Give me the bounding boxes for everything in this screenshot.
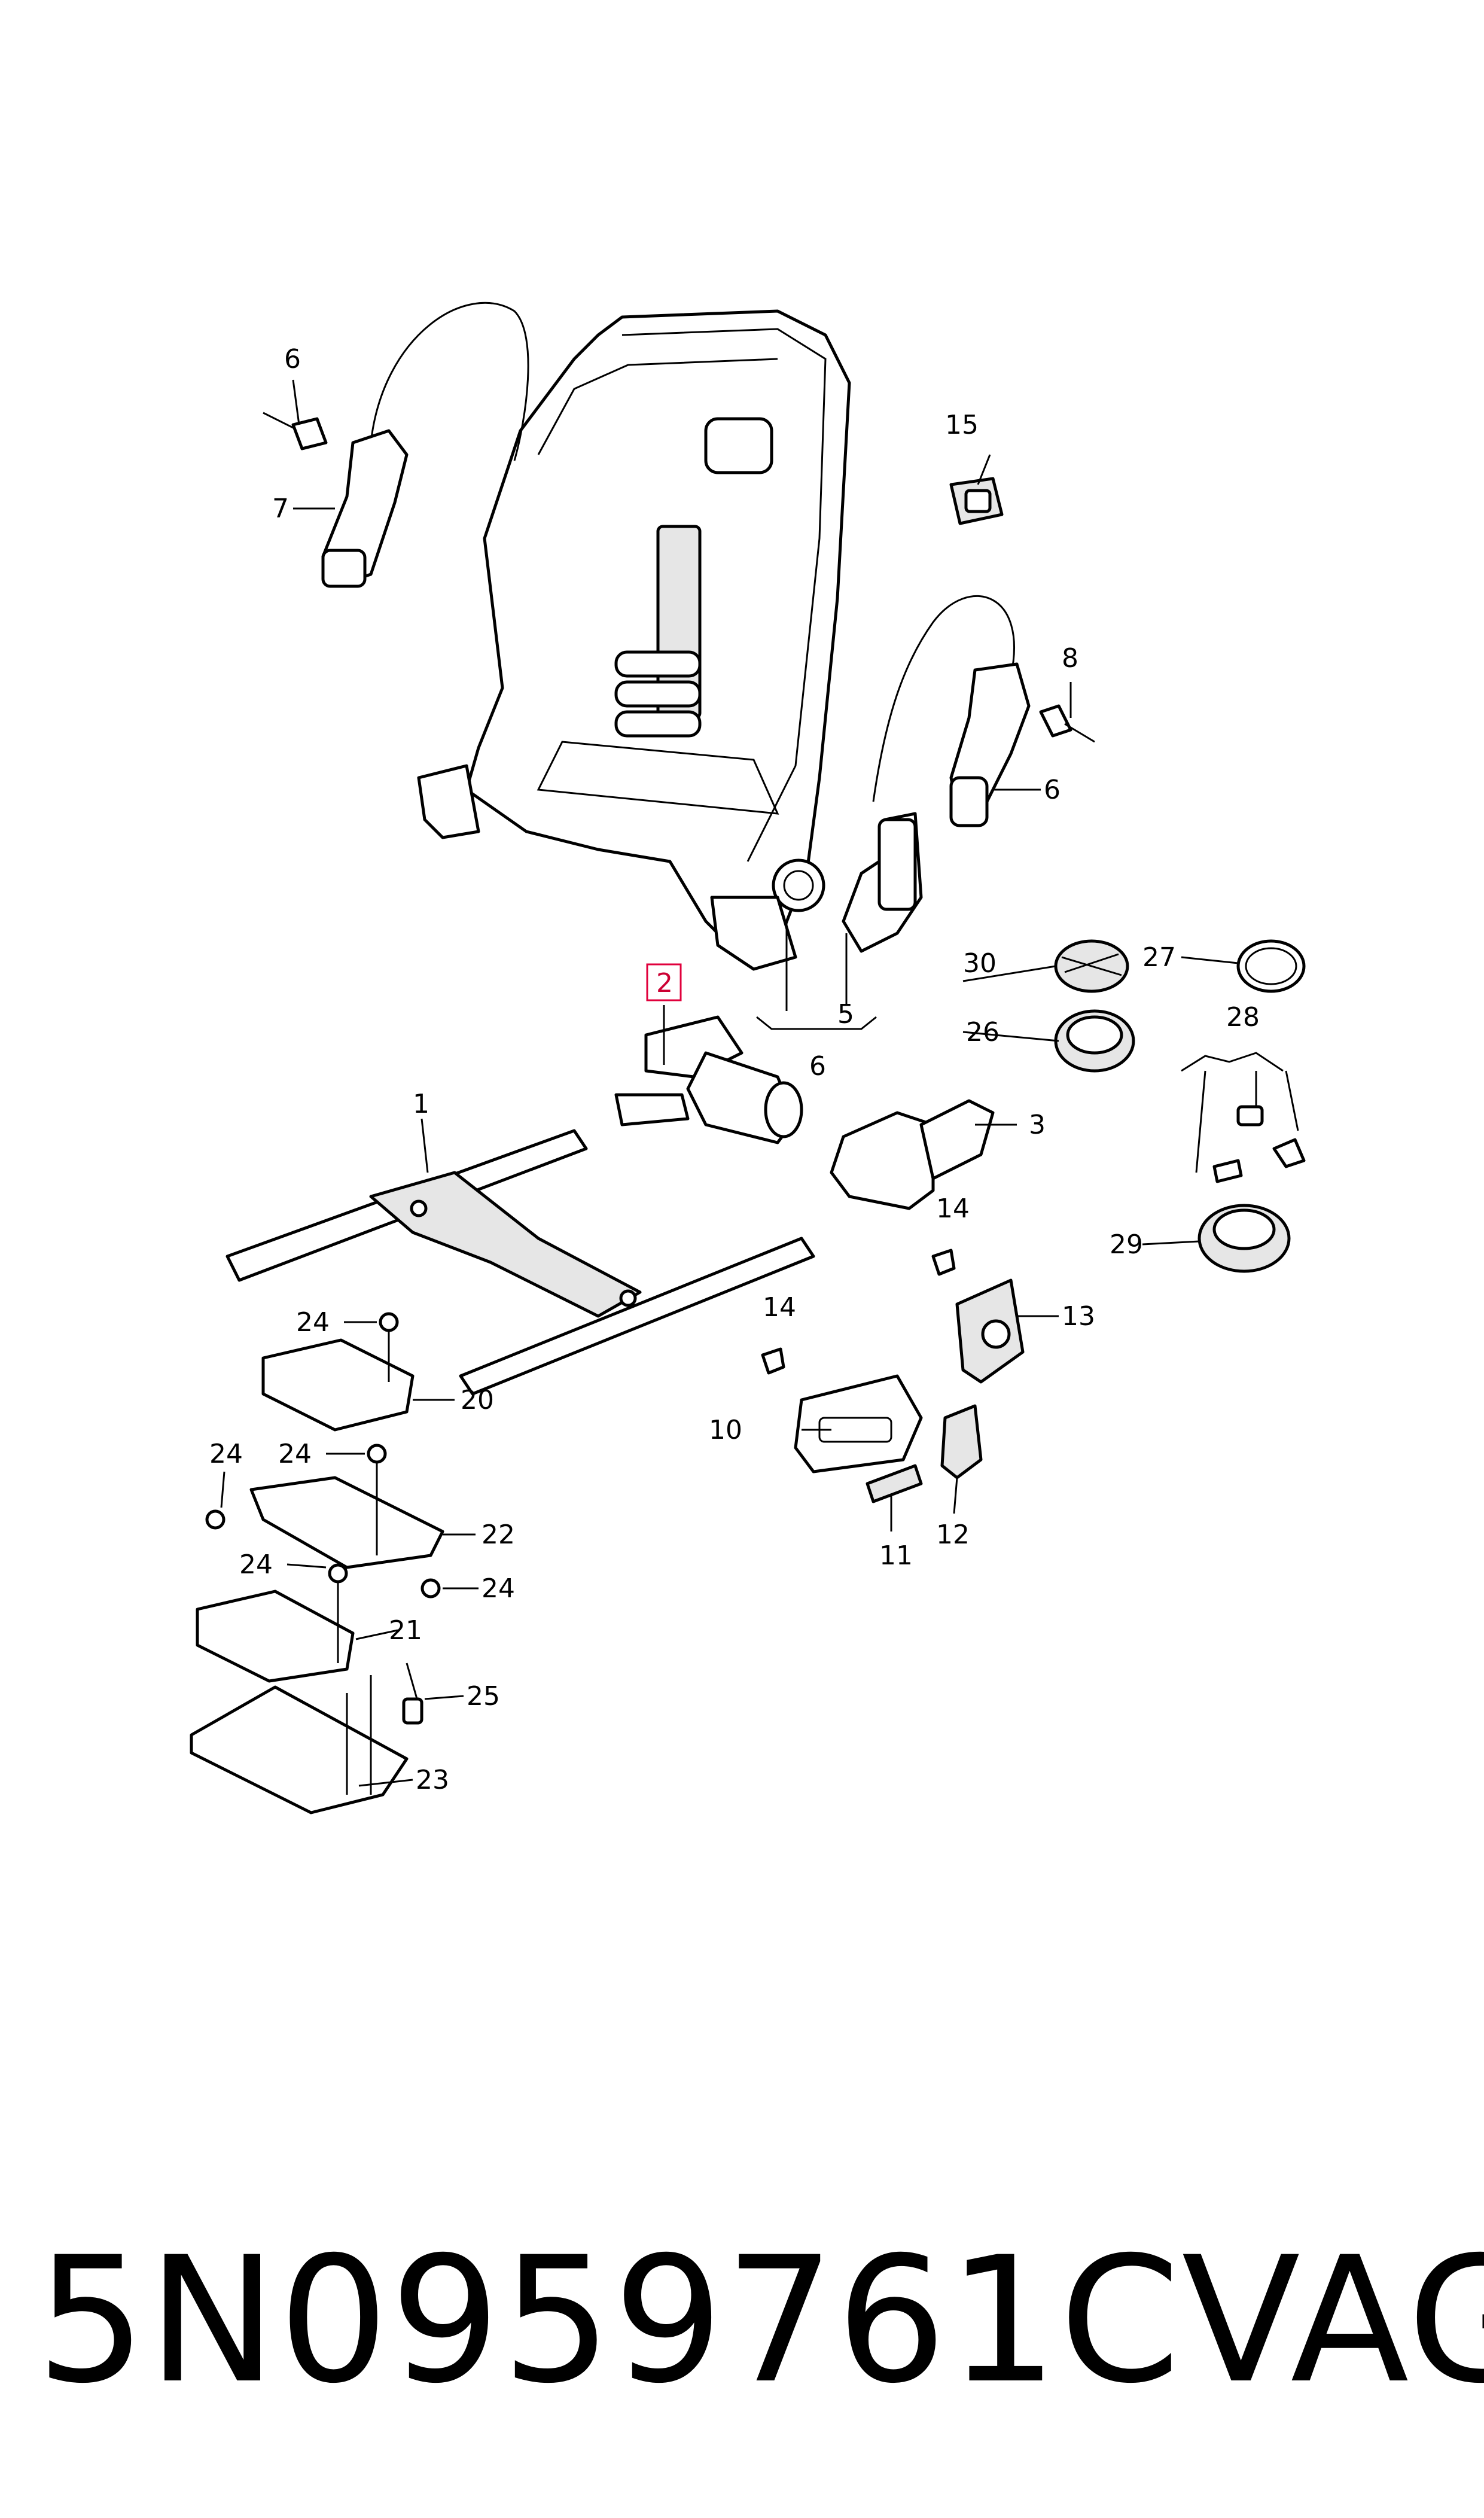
part-15-switch-button xyxy=(949,477,1004,525)
part-10-control-unit xyxy=(794,1374,923,1473)
part-7-lumbar-motor-left xyxy=(263,302,529,588)
callout-22: 22 xyxy=(482,1520,515,1550)
part-29-speaker xyxy=(1197,1204,1291,1273)
exploded-parts-diagram: 6 7 15 8 6 5 6 2 1 3 30 27 28 26 29 14 1… xyxy=(190,302,1306,1814)
part-13-switch-module xyxy=(955,1278,1025,1384)
part-27-ring xyxy=(1236,939,1306,993)
callout-labels: 6 7 15 8 6 5 6 2 1 3 30 27 28 26 29 14 1… xyxy=(209,344,1260,1795)
callout-25: 25 xyxy=(467,1681,500,1712)
footer: 5N0959761C VAG xyxy=(36,2213,1484,2429)
callout-8: 8 xyxy=(1062,643,1078,674)
callout-7: 7 xyxy=(272,494,289,524)
part-26-speaker xyxy=(1054,1009,1135,1073)
callout-12: 12 xyxy=(936,1520,970,1550)
callout-28: 28 xyxy=(1226,1002,1260,1033)
callout-21: 21 xyxy=(389,1615,422,1646)
callout-2-highlight xyxy=(646,963,682,1001)
part-3-adjust-motor xyxy=(830,1099,995,1210)
callout-2: 2 xyxy=(656,968,673,998)
callout-13: 13 xyxy=(1062,1301,1095,1332)
part-23-tray xyxy=(190,1685,409,1814)
callout-3: 3 xyxy=(1029,1110,1046,1140)
part-22-bracket xyxy=(249,1476,444,1569)
callout-4: 5 xyxy=(837,999,854,1030)
callout-24-a: 24 xyxy=(296,1307,330,1338)
callout-30: 30 xyxy=(963,948,997,979)
callout-6-left: 6 xyxy=(284,344,301,374)
part-21-control-unit xyxy=(196,1590,355,1683)
part-2-height-motor xyxy=(614,1015,803,1144)
callout-24-e: 24 xyxy=(482,1573,515,1604)
part-30-speaker-grille xyxy=(1054,939,1129,993)
part-12-switch-cap xyxy=(940,1404,983,1479)
callout-24-d: 24 xyxy=(239,1549,273,1580)
leader-lines xyxy=(220,379,1239,1787)
part-1-seat-frame-rails xyxy=(226,1129,815,1396)
callout-24-b: 24 xyxy=(278,1439,312,1469)
part-number: 5N0959761C xyxy=(36,2220,1182,2422)
callout-20: 20 xyxy=(461,1385,494,1415)
part-20-control-unit xyxy=(261,1338,415,1432)
part-4-recliner-motor xyxy=(842,812,923,953)
part-14-screw xyxy=(761,1249,956,1375)
callout-11: 11 xyxy=(879,1540,913,1571)
callout-27: 27 xyxy=(1142,942,1176,973)
callout-5: 6 xyxy=(809,1051,826,1082)
callout-23: 23 xyxy=(416,1765,449,1795)
seat-back-frame xyxy=(417,309,851,971)
callout-10: 10 xyxy=(709,1415,742,1445)
part-28-fasteners xyxy=(1181,1052,1306,1183)
part-24-screws xyxy=(205,1312,441,1795)
callout-1: 1 xyxy=(413,1089,429,1119)
callout-24-c: 24 xyxy=(209,1439,243,1469)
callout-26: 26 xyxy=(966,1017,1000,1048)
part-25-clip xyxy=(402,1663,423,1725)
callout-6-right: 6 xyxy=(1044,775,1061,805)
callout-15: 15 xyxy=(945,410,979,440)
part-11-switch-cap xyxy=(866,1464,923,1503)
part-6-lumbar-motor-right xyxy=(872,595,1095,827)
callout-14-top: 14 xyxy=(936,1193,970,1224)
brand-label: VAG xyxy=(1181,2220,1484,2422)
callout-14: 14 xyxy=(763,1292,796,1323)
callout-29: 29 xyxy=(1110,1229,1143,1260)
